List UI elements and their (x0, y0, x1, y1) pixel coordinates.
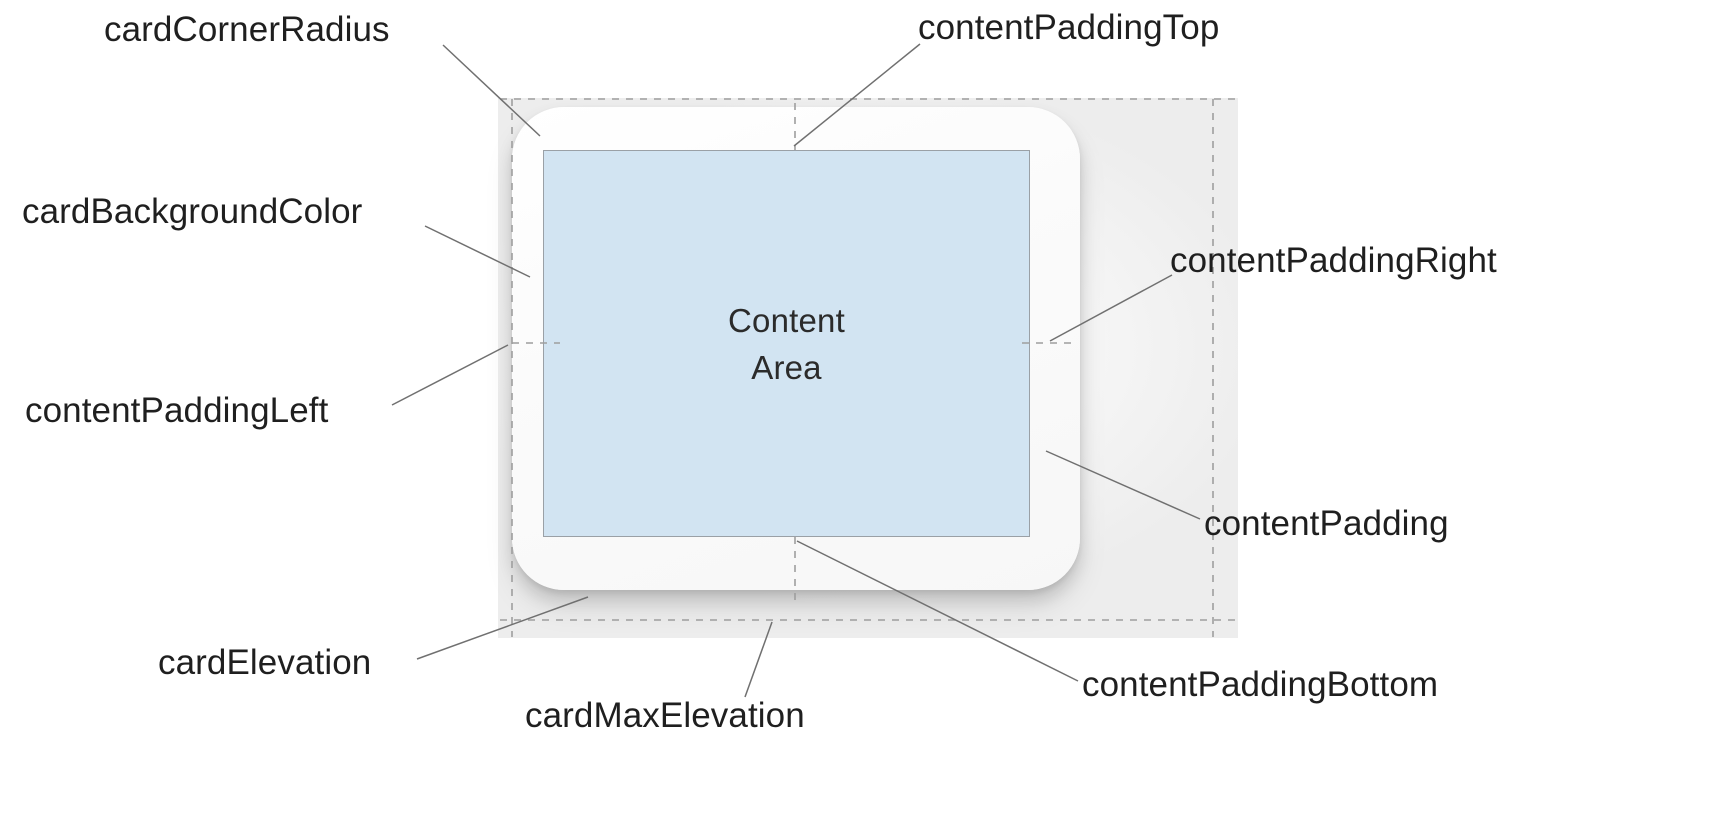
label-content-padding-left: contentPaddingLeft (25, 391, 329, 430)
label-content-padding-top: contentPaddingTop (918, 8, 1220, 47)
label-content-padding: contentPadding (1204, 504, 1449, 543)
label-content-padding-right: contentPaddingRight (1170, 241, 1497, 280)
content-area-box: Content Area (543, 150, 1030, 537)
label-card-max-elevation: cardMaxElevation (525, 696, 805, 735)
content-area-line-2: Area (751, 348, 822, 386)
label-card-elevation: cardElevation (158, 643, 372, 682)
label-card-background-color: cardBackgroundColor (22, 192, 363, 231)
content-area-line-1: Content (728, 301, 845, 339)
label-content-padding-bottom: contentPaddingBottom (1082, 665, 1439, 704)
content-area-label: Content Area (728, 297, 845, 391)
label-card-corner-radius: cardCornerRadius (104, 10, 390, 49)
leader-content-padding-left (391, 344, 509, 406)
